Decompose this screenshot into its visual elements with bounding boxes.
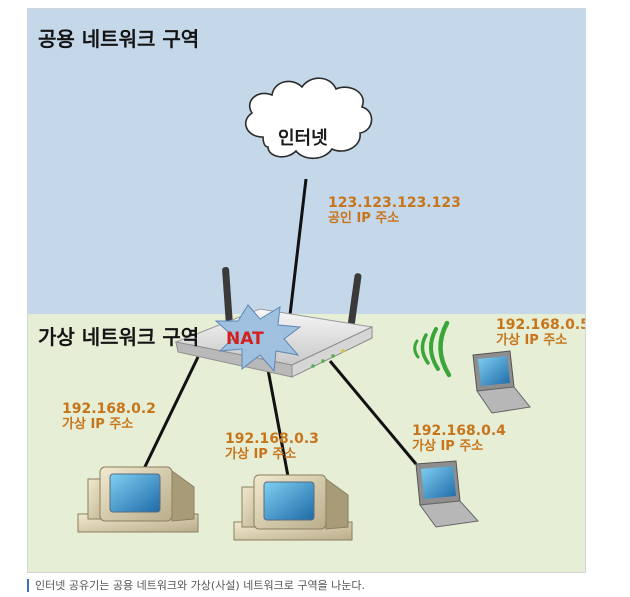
public-network-zone	[28, 9, 585, 314]
internet-label: 인터넷	[278, 128, 328, 149]
device-1-ip-caption: 가상 IP 주소	[62, 417, 134, 432]
figure-caption: 인터넷 공유기는 공용 네트워크와 가상(사설) 네트워크로 구역을 나눈다.	[27, 579, 365, 592]
network-drawing	[77, 77, 531, 541]
device-4-ip-label: 192.168.0.5 가상 IP 주소	[496, 317, 586, 349]
link-internet-router	[288, 178, 308, 316]
private-zone-title: 가상 네트워크 구역	[38, 325, 200, 349]
device-3-ip-label: 192.168.0.4 가상 IP 주소	[412, 423, 506, 455]
router-antenna-right	[347, 273, 362, 329]
wireless-signal-icon	[413, 320, 452, 378]
link-router-laptop	[328, 360, 418, 465]
desktop-pc-2	[233, 474, 353, 541]
nat-label: NAT	[226, 329, 264, 349]
device-4-ip: 192.168.0.5	[496, 317, 586, 333]
device-3-ip-caption: 가상 IP 주소	[412, 439, 484, 454]
device-4-ip-caption: 가상 IP 주소	[496, 333, 568, 348]
laptop-wired	[415, 460, 479, 528]
device-1-ip-label: 192.168.0.2 가상 IP 주소	[62, 401, 156, 433]
desktop-pc-1	[77, 466, 199, 533]
device-2-ip-label: 192.168.0.3 가상 IP 주소	[225, 431, 319, 463]
internet-cloud	[244, 77, 373, 160]
link-router-pc1	[138, 356, 200, 478]
device-2-ip: 192.168.0.3	[225, 431, 319, 447]
router-antenna-left	[222, 266, 233, 327]
network-diagram: 공용 네트워크 구역 가상 네트워크 구역 인터넷 NAT 123.123.12…	[27, 8, 586, 573]
public-zone-title: 공용 네트워크 구역	[38, 27, 200, 51]
link-router-pc2	[264, 358, 292, 488]
public-ip-address: 123.123.123.123	[328, 195, 461, 211]
laptop-wireless	[472, 350, 531, 414]
device-3-ip: 192.168.0.4	[412, 423, 506, 439]
nat-burst	[214, 304, 302, 373]
device-2-ip-caption: 가상 IP 주소	[225, 447, 297, 462]
public-ip-caption: 공인 IP 주소	[328, 211, 400, 226]
public-ip-label: 123.123.123.123 공인 IP 주소	[328, 195, 461, 227]
device-1-ip: 192.168.0.2	[62, 401, 156, 417]
